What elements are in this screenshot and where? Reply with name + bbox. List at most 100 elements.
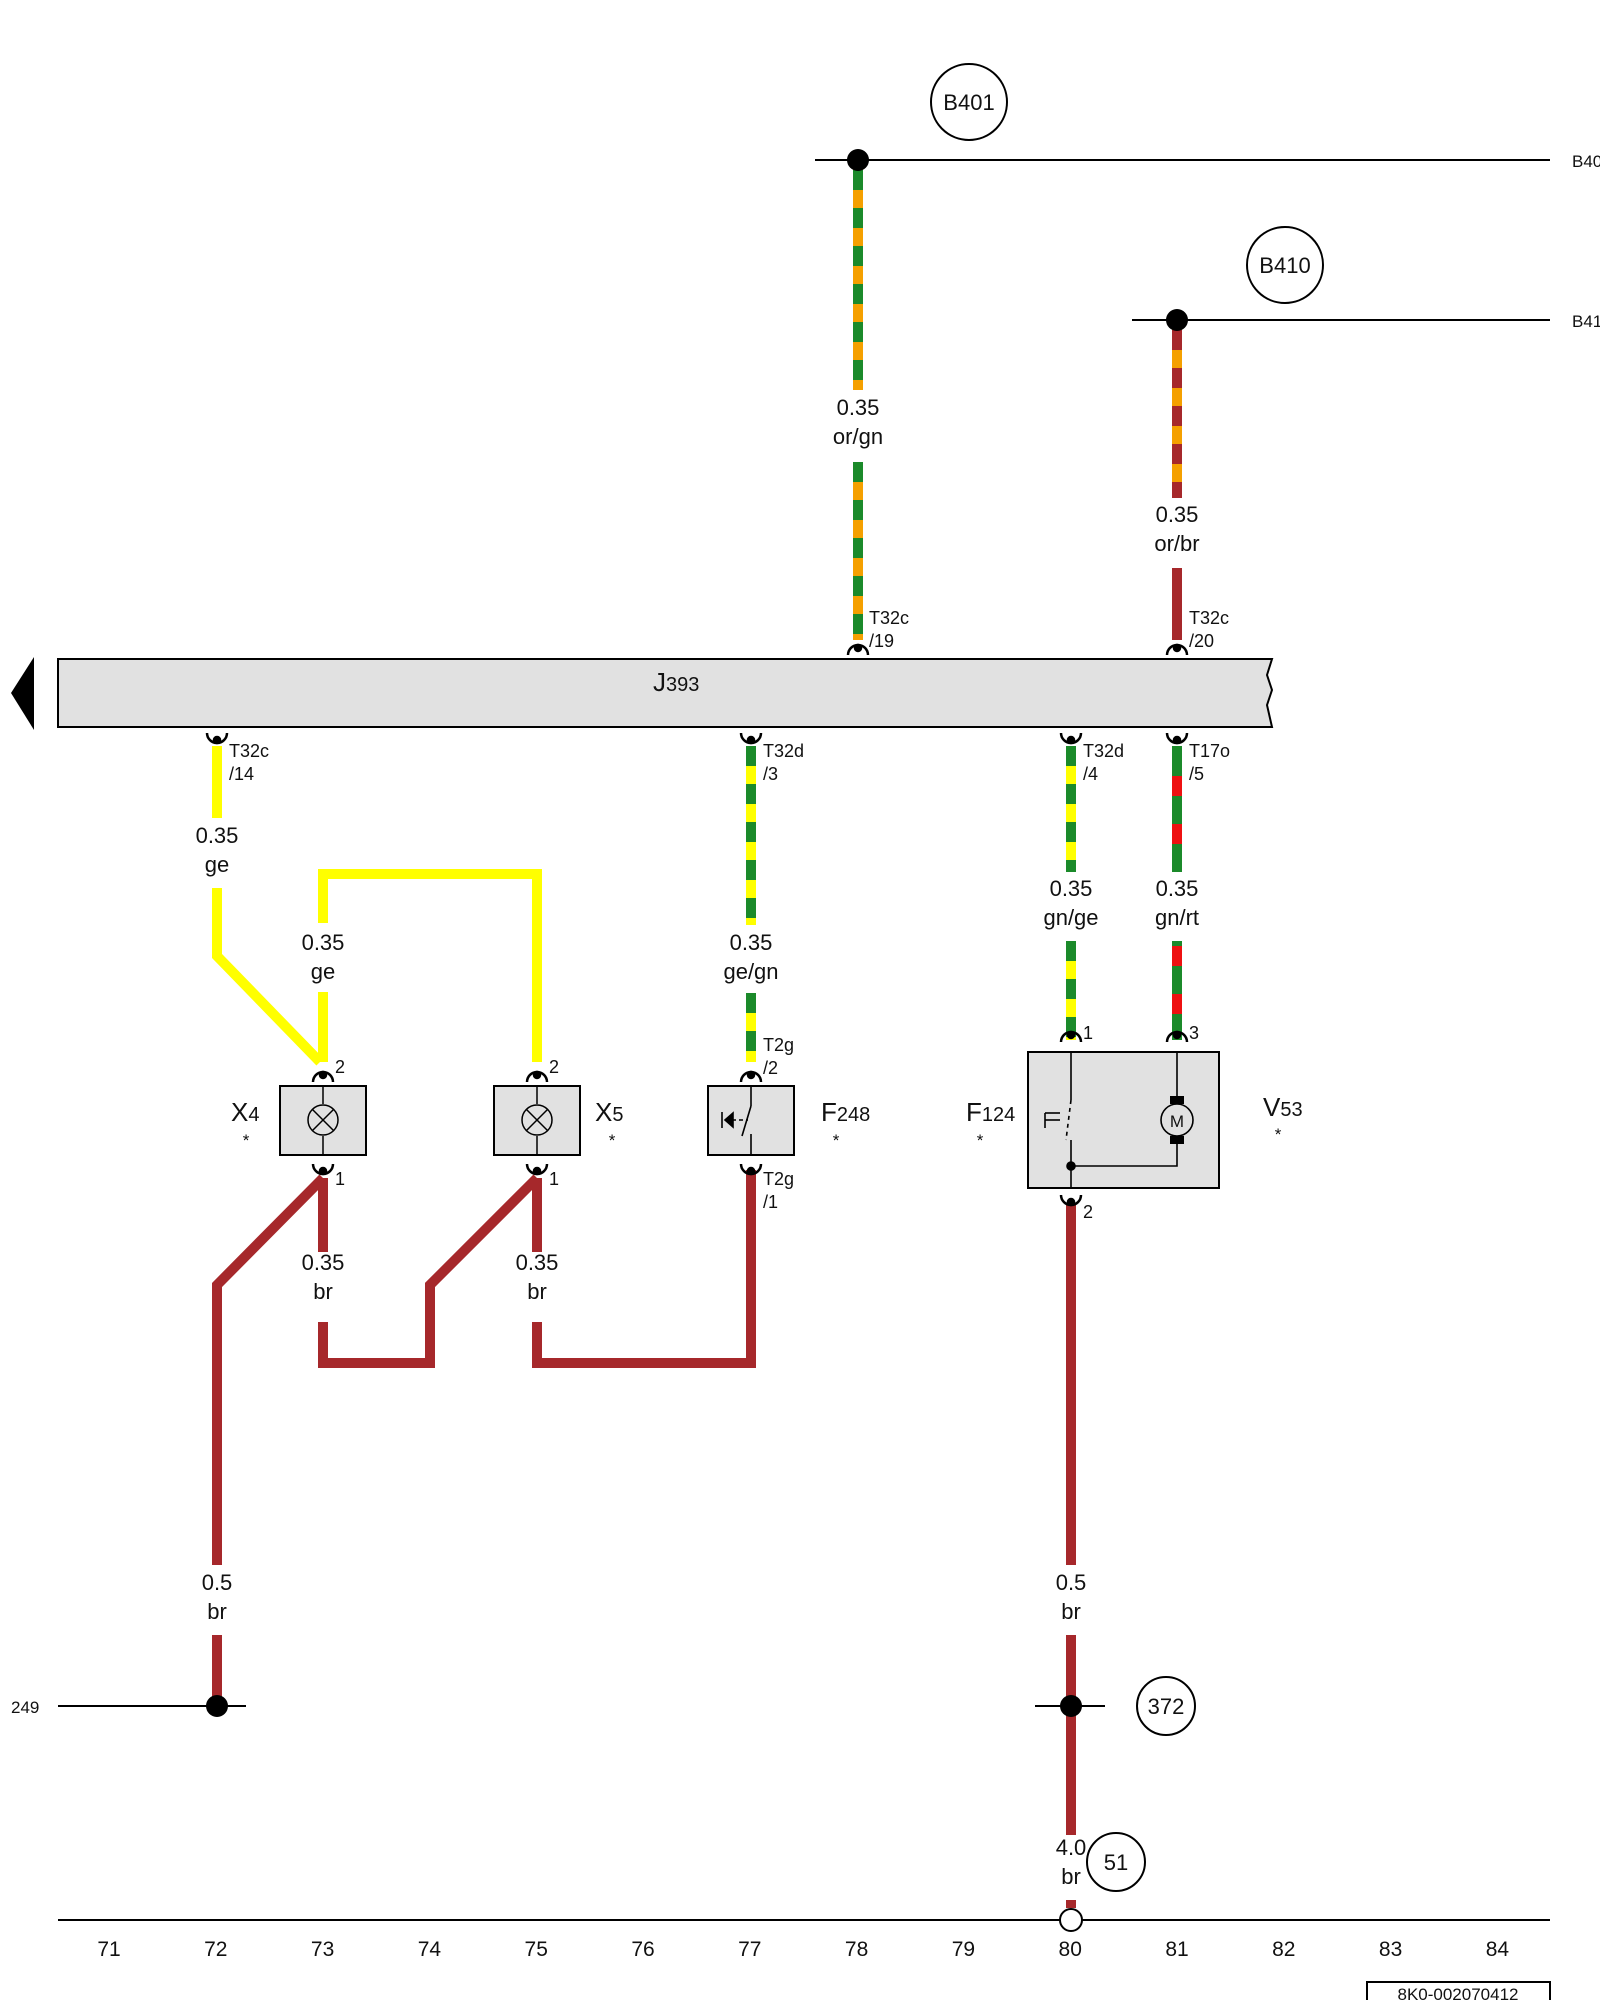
svg-text:0.35: 0.35 bbox=[1156, 876, 1199, 901]
connector-name: T32c bbox=[869, 608, 909, 628]
bubble-label: B410 bbox=[1259, 253, 1310, 278]
connector-hooks bbox=[205, 643, 1189, 1207]
switch-icon bbox=[1044, 1052, 1178, 1188]
svg-text:0.35: 0.35 bbox=[730, 930, 773, 955]
sheet-id-text: 8K0-002070412 bbox=[1397, 1985, 1518, 2000]
svg-text:br: br bbox=[527, 1279, 547, 1304]
grid-number: 74 bbox=[418, 1938, 442, 1961]
edge-ref-left: 249 bbox=[11, 1698, 39, 1717]
edge-ref-top1: B40 bbox=[1572, 152, 1600, 171]
component-star: * bbox=[243, 1131, 250, 1150]
svg-text:1: 1 bbox=[1083, 1023, 1093, 1043]
grid-number: 77 bbox=[738, 1938, 761, 1961]
grid-number: 82 bbox=[1272, 1938, 1295, 1961]
junction-dot bbox=[1060, 1695, 1082, 1717]
bubble-label: 372 bbox=[1148, 1694, 1185, 1719]
grid-number: 71 bbox=[97, 1938, 120, 1961]
component-star: * bbox=[1275, 1125, 1282, 1144]
connector-name: T2g bbox=[763, 1035, 794, 1055]
component-label: X4 bbox=[231, 1097, 259, 1127]
component-v53: M V53 * bbox=[1027, 1051, 1303, 1189]
lamp-icon bbox=[521, 1104, 553, 1136]
svg-text:1: 1 bbox=[335, 1169, 345, 1189]
connector-pin: /2 bbox=[763, 1058, 778, 1078]
bubble-label: B401 bbox=[943, 90, 994, 115]
bubble-372: 372 bbox=[1136, 1676, 1196, 1736]
svg-text:br: br bbox=[313, 1279, 333, 1304]
component-f248: F248 * bbox=[707, 1085, 870, 1156]
grid-number: 72 bbox=[204, 1938, 227, 1961]
grid-number: 83 bbox=[1379, 1938, 1402, 1961]
svg-text:0.35: 0.35 bbox=[302, 1250, 345, 1275]
svg-text:1: 1 bbox=[549, 1169, 559, 1189]
svg-text:2: 2 bbox=[335, 1057, 345, 1077]
grid-number: 75 bbox=[525, 1938, 548, 1961]
component-label: F124 bbox=[966, 1097, 1015, 1127]
component-f124: F124 * bbox=[966, 1097, 1015, 1150]
control-module-j393: J393 bbox=[11, 657, 1274, 730]
connector-name: T32d bbox=[1083, 741, 1124, 761]
wire-ge-b bbox=[212, 888, 324, 1066]
junction-dot bbox=[206, 1695, 228, 1717]
svg-text:br: br bbox=[1061, 1864, 1081, 1889]
connector-pin: /1 bbox=[763, 1192, 778, 1212]
grid-number: 79 bbox=[952, 1938, 975, 1961]
bubble-b410: B410 bbox=[1246, 226, 1324, 304]
lamp-icon bbox=[307, 1104, 339, 1136]
svg-text:or/br: or/br bbox=[1154, 531, 1199, 556]
junction-dot bbox=[1166, 309, 1188, 331]
component-label: X5 bbox=[595, 1097, 623, 1127]
module-label: J393 bbox=[653, 667, 699, 697]
connector-name: T32c bbox=[1189, 608, 1229, 628]
svg-text:ge: ge bbox=[311, 959, 335, 984]
connector-pin: /5 bbox=[1189, 764, 1204, 784]
switch-icon bbox=[721, 1086, 752, 1155]
svg-text:0.5: 0.5 bbox=[1056, 1570, 1087, 1595]
component-star: * bbox=[977, 1131, 984, 1150]
connector-name: T32d bbox=[763, 741, 804, 761]
connector-labels: T32c /19 T32c /20 T32c /14 T32d /3 T32d … bbox=[229, 608, 1230, 1212]
ground-terminal bbox=[1059, 1908, 1083, 1932]
motor-symbol: M bbox=[1170, 1112, 1184, 1131]
svg-text:br: br bbox=[207, 1599, 227, 1624]
svg-text:0.5: 0.5 bbox=[202, 1570, 233, 1595]
wire-br-x4-x5-b bbox=[318, 1174, 541, 1368]
component-x5: X5 * bbox=[493, 1085, 623, 1156]
grid-number: 81 bbox=[1165, 1938, 1188, 1961]
connector-pin: /19 bbox=[869, 631, 894, 651]
svg-text:4.0: 4.0 bbox=[1056, 1835, 1087, 1860]
pin-numbers: 2 1 2 1 1 3 2 bbox=[335, 1023, 1199, 1222]
svg-text:2: 2 bbox=[549, 1057, 559, 1077]
wire-ge-loop-a bbox=[318, 869, 542, 1062]
svg-text:or/gn: or/gn bbox=[833, 424, 883, 449]
motor-icon: M bbox=[1160, 1052, 1194, 1144]
svg-text:0.35: 0.35 bbox=[837, 395, 880, 420]
wire-labels: 0.35 or/gn 0.35 or/br 0.35 ge 0.35 ge 0.… bbox=[196, 395, 1200, 1889]
connector-name: T2g bbox=[763, 1169, 794, 1189]
wire-br-x5-f248-b bbox=[532, 1170, 756, 1368]
bubble-51: 51 bbox=[1086, 1832, 1146, 1892]
bubble-label: 51 bbox=[1104, 1850, 1128, 1875]
sheet-id: 8K0-002070412 bbox=[1366, 1981, 1551, 2000]
svg-text:0.35: 0.35 bbox=[1050, 876, 1093, 901]
component-x4: X4 * bbox=[231, 1085, 367, 1156]
grid-number: 76 bbox=[631, 1938, 654, 1961]
svg-text:0.35: 0.35 bbox=[196, 823, 239, 848]
svg-text:0.35: 0.35 bbox=[1156, 502, 1199, 527]
module-arrow-icon bbox=[11, 657, 34, 730]
component-label: V53 bbox=[1263, 1092, 1303, 1122]
svg-text:ge: ge bbox=[205, 852, 229, 877]
connector-pin: /20 bbox=[1189, 631, 1214, 651]
connector-name: T32c bbox=[229, 741, 269, 761]
grid-number: 78 bbox=[845, 1938, 868, 1961]
connector-pin: /3 bbox=[763, 764, 778, 784]
grid-number: 80 bbox=[1059, 1938, 1082, 1961]
svg-text:br: br bbox=[1061, 1599, 1081, 1624]
grid-number: 73 bbox=[311, 1938, 334, 1961]
junction-dot bbox=[847, 149, 869, 171]
component-star: * bbox=[609, 1131, 616, 1150]
svg-text:ge/gn: ge/gn bbox=[723, 959, 778, 984]
wire-br-x4-left bbox=[212, 1174, 327, 1565]
